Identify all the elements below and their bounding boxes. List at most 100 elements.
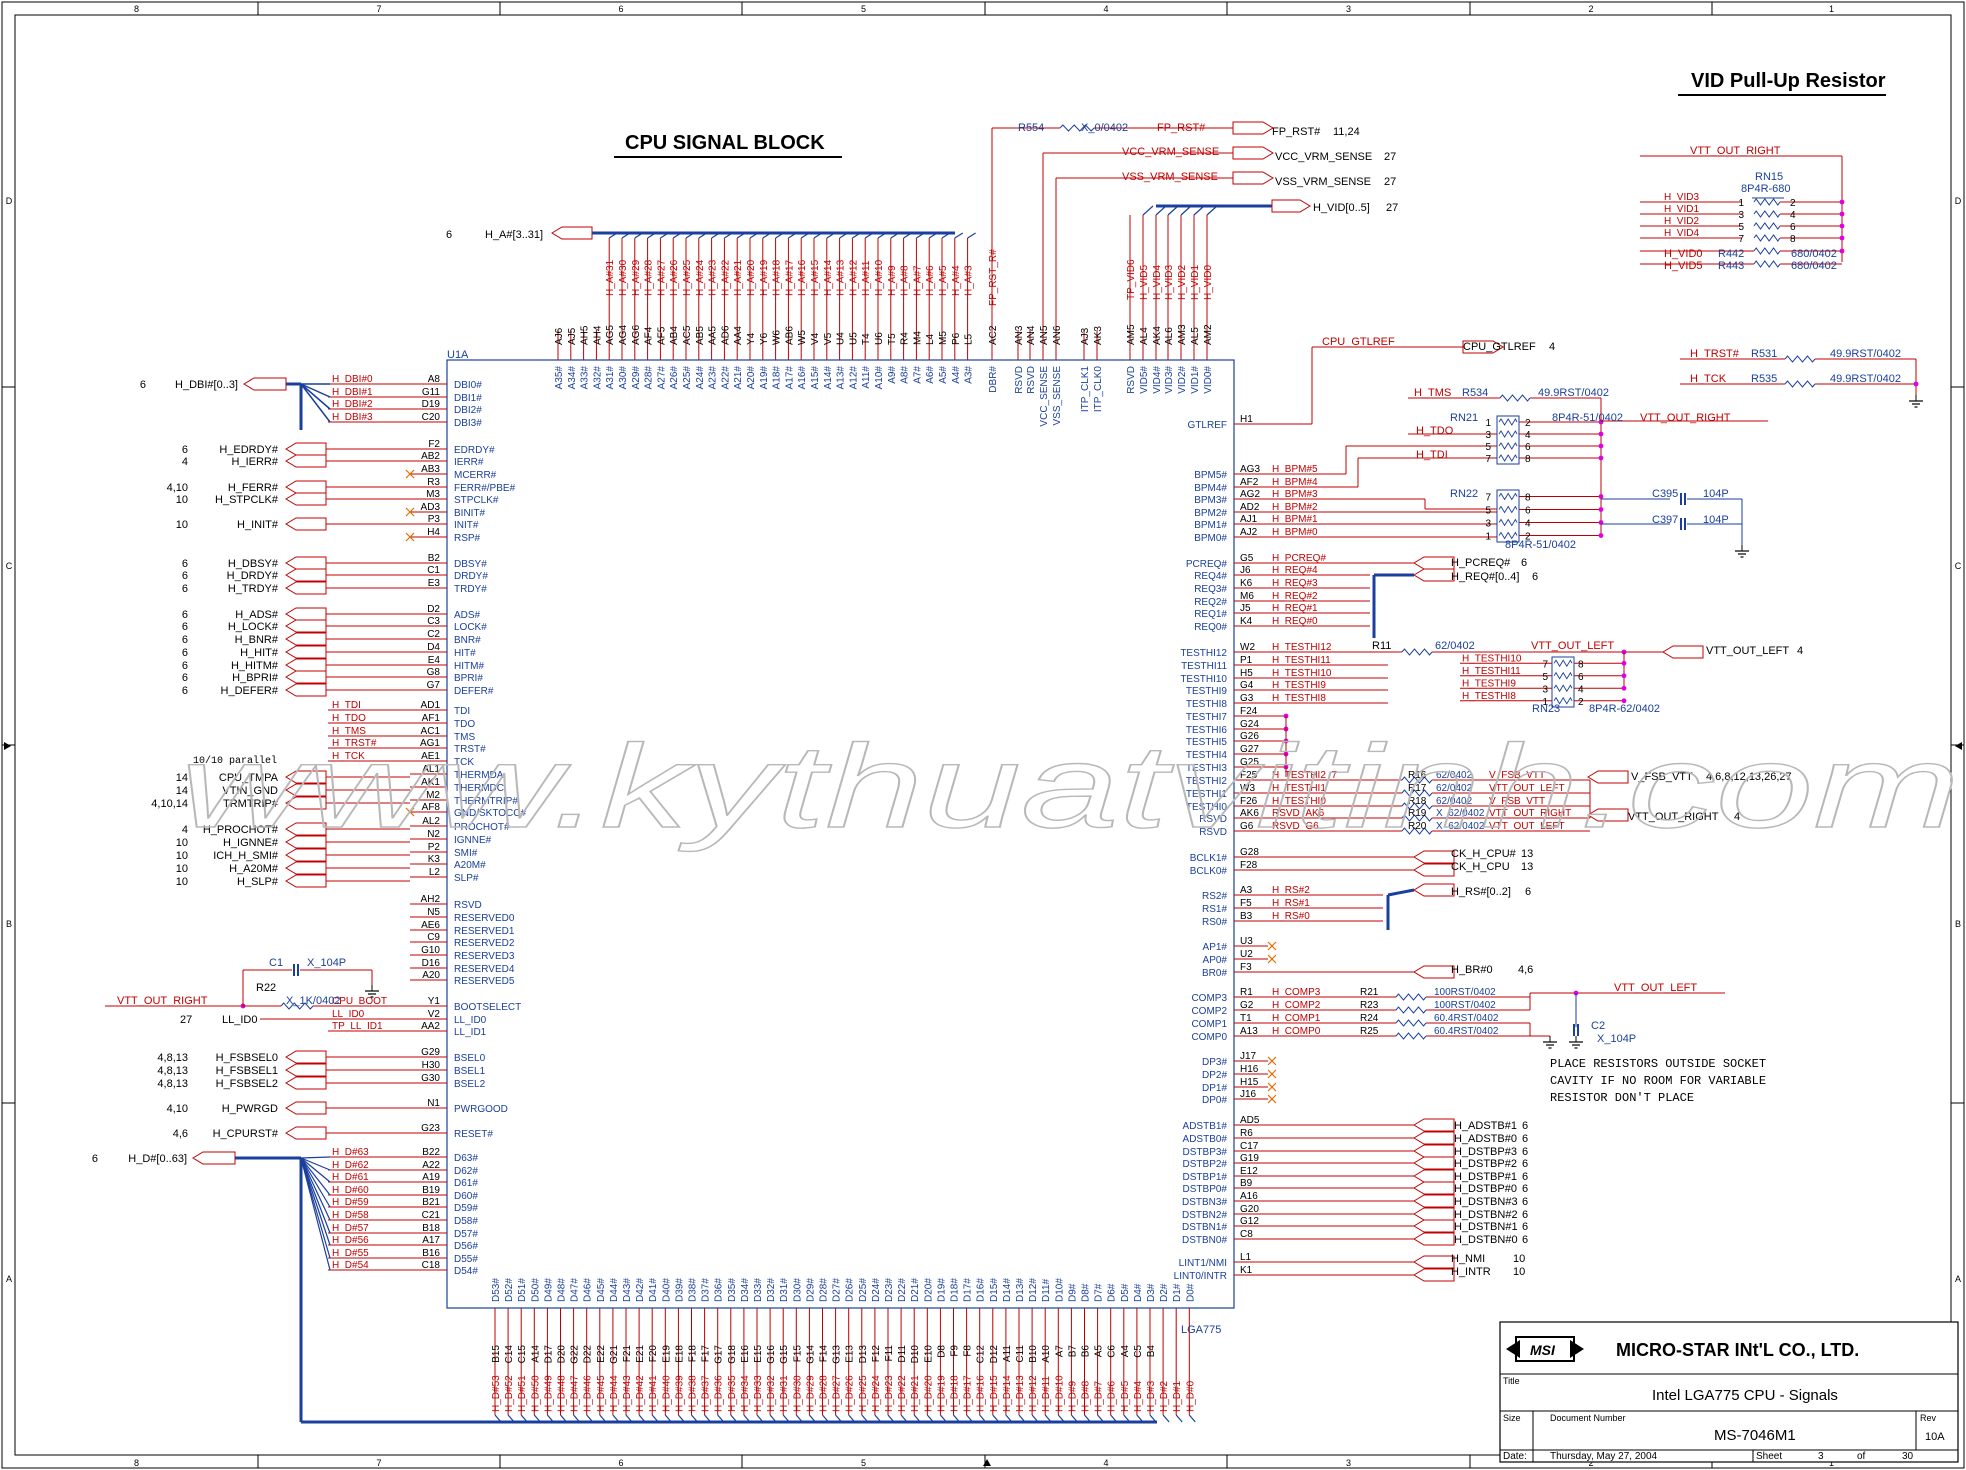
pin-name: D40# xyxy=(661,1278,672,1302)
pin-name: LINT0/INTR xyxy=(1174,1271,1227,1282)
resistor-icon xyxy=(1753,260,1781,268)
pin-name: TESTHI5 xyxy=(1186,737,1228,748)
pin-name: A20M# xyxy=(454,860,486,871)
pin-name: D7# xyxy=(1094,1283,1105,1302)
pin-name: AP1# xyxy=(1203,942,1228,953)
pin-name: D47# xyxy=(570,1278,581,1302)
vcc-sense-net: VCC_VRM_SENSE xyxy=(1122,146,1219,158)
wires-layer xyxy=(105,121,1923,1424)
msi-logo-text: MSI xyxy=(1530,1342,1556,1358)
port-label: H_ADSTB#0 xyxy=(1454,1133,1517,1145)
pin-ball: H16 xyxy=(1240,1064,1259,1075)
wire xyxy=(1193,205,1205,216)
pin-number: 2 xyxy=(1578,697,1584,708)
pin-name: DP3# xyxy=(1202,1057,1227,1068)
pin-ball: AB3 xyxy=(421,464,440,475)
pin-ball: L2 xyxy=(429,867,441,878)
pin-ball: B7 xyxy=(1067,1345,1078,1358)
offpage-connector-icon xyxy=(1413,1131,1455,1145)
net-label: H_D#6 xyxy=(1107,1380,1118,1412)
net-label: H_VID5 xyxy=(1139,265,1150,300)
pin-ball: H15 xyxy=(1240,1077,1259,1088)
net-label: H_D#60 xyxy=(332,1185,369,1196)
pin-ball: V4 xyxy=(810,332,821,345)
resistor-icon xyxy=(1498,492,1518,501)
net-label: H_REQ#3 xyxy=(1272,578,1318,589)
junction-dot xyxy=(1598,431,1604,437)
pin-name: RSVD xyxy=(1199,814,1227,825)
pin-name: VID5# xyxy=(1139,366,1150,394)
wire xyxy=(795,1414,803,1423)
net-label: H_D#25 xyxy=(858,1375,869,1412)
pin-name: D39# xyxy=(674,1278,685,1302)
net-label: H_D#37 xyxy=(701,1375,712,1412)
resistor-icon xyxy=(1553,696,1573,705)
pin-name: HIT# xyxy=(454,648,476,659)
net-label: H_D#55 xyxy=(332,1248,369,1259)
pin-ball: AN3 xyxy=(1014,325,1025,345)
wire xyxy=(704,1414,712,1423)
pin-name: D34# xyxy=(740,1278,751,1302)
port-label: H_EDRDY# xyxy=(219,444,279,456)
c1-value: X_104P xyxy=(307,957,346,969)
no-connect-icon xyxy=(1267,954,1277,964)
res-value: 100RST/0402 xyxy=(1434,1000,1496,1011)
pin-name: D26# xyxy=(845,1278,856,1302)
pin-ball: AD1 xyxy=(421,700,441,711)
wire xyxy=(300,1157,331,1246)
port-label: H_A20M# xyxy=(229,863,279,875)
wire xyxy=(608,232,618,239)
net-label: H_RS#0 xyxy=(1272,911,1310,922)
pin-ball: H5 xyxy=(1240,668,1253,679)
rn23-ref: RN23 xyxy=(1532,703,1560,715)
net-label: H_A#19 xyxy=(759,259,770,296)
r534-value: 49.9RST/0402 xyxy=(1538,387,1609,399)
pin-name: RSVD xyxy=(454,900,482,911)
net-label: H_A#9 xyxy=(887,265,898,296)
pin-name: A35# xyxy=(554,366,565,390)
res-ref: R17 xyxy=(1408,783,1427,794)
net-label: H_TESTHI0 xyxy=(1272,796,1326,807)
resistor-icon xyxy=(1401,802,1433,810)
pin-name: A33# xyxy=(580,366,591,390)
fp-rst-net: FP_RST# xyxy=(1157,122,1206,134)
pin-ball: D16 xyxy=(422,958,441,969)
pin-name: REQ1# xyxy=(1194,609,1227,620)
net-label: H_TESTHI11 xyxy=(1272,655,1331,666)
offpage-connector-icon xyxy=(285,556,327,570)
net-label: H_D#5 xyxy=(1120,1380,1131,1412)
net-label: H_REQ#0 xyxy=(1272,616,1318,627)
pin-name: RSP# xyxy=(454,533,481,544)
net-label: H_D#8 xyxy=(1081,1380,1092,1412)
net-label: H_TESTHI1 xyxy=(1272,783,1326,794)
offpage-connector-icon xyxy=(1587,808,1629,822)
port-ref: 6 xyxy=(1522,1196,1528,1208)
pin-name: RESERVED3 xyxy=(454,951,515,962)
cpu-block-title: CPU SIGNAL BLOCK xyxy=(625,132,825,154)
pin-name: A21# xyxy=(733,366,744,390)
pin-name: PROCHOT# xyxy=(454,822,510,833)
port-ref: 6 xyxy=(182,660,188,672)
column-number: 2 xyxy=(1588,1458,1593,1468)
port-ref: 10 xyxy=(176,519,188,531)
pin-name: ITP_CLK1 xyxy=(1080,366,1091,413)
pin-ball: D17 xyxy=(543,1345,554,1364)
row-letter: A xyxy=(6,1274,12,1284)
pin-name: D27# xyxy=(832,1278,843,1302)
pin-name: D6# xyxy=(1107,1283,1118,1302)
pin-name: BPM5# xyxy=(1194,470,1227,481)
vss-sense-ref: 27 xyxy=(1384,176,1396,188)
pin-name: D28# xyxy=(819,1278,830,1302)
pin-ball: W6 xyxy=(772,330,783,345)
port-label: H_FSBSEL2 xyxy=(216,1078,278,1090)
wire xyxy=(835,1414,843,1423)
port-label: H_DEFER# xyxy=(221,685,279,697)
pin-name: D0# xyxy=(1185,1283,1196,1302)
pin-name: DEFER# xyxy=(454,686,494,697)
port-ref: 6 xyxy=(1522,1234,1528,1246)
junction-dot xyxy=(1621,660,1627,666)
pin-name: A3# xyxy=(964,366,975,384)
title-label: Title xyxy=(1503,1376,1520,1386)
net-label: H_TESTHI11 xyxy=(1462,666,1521,677)
pin-ball: G8 xyxy=(427,667,441,678)
